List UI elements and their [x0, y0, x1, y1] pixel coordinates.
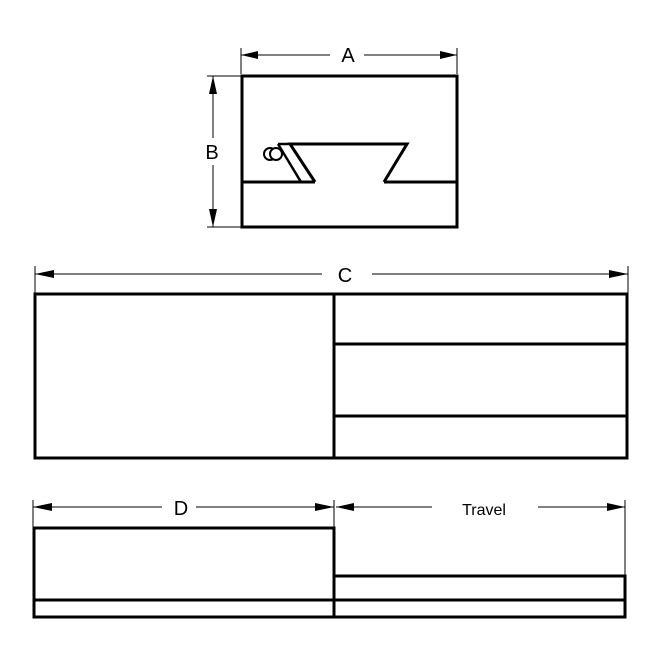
end-view-body — [240, 74, 459, 229]
lock-screw-icon — [263, 147, 283, 161]
arrow-left-icon — [35, 270, 54, 278]
arrow-right-icon — [315, 503, 334, 511]
arrow-right-icon — [440, 51, 457, 59]
dimension-travel-label: Travel — [462, 502, 506, 519]
dimension-d: D — [32, 498, 335, 528]
dimension-a-label: A — [341, 45, 355, 67]
arrow-up-icon — [209, 76, 217, 94]
dimension-a: A — [240, 45, 458, 74]
arrow-down-icon — [209, 209, 217, 227]
dimension-b: B — [205, 75, 242, 228]
dimension-c: C — [34, 265, 629, 294]
arrow-right-icon — [607, 503, 625, 511]
arrow-right-icon — [609, 270, 628, 278]
carriage-body — [32, 526, 336, 619]
side-view: D Travel — [32, 498, 627, 619]
dimension-b-label: B — [205, 142, 218, 164]
base-rail — [334, 574, 627, 619]
dimension-d-label: D — [174, 498, 188, 520]
top-view-body — [33, 292, 629, 460]
top-view: C — [33, 265, 629, 460]
arrow-left-icon — [336, 503, 354, 511]
arrow-left-icon — [241, 51, 258, 59]
dimension-travel: Travel — [336, 500, 626, 576]
end-view: A B — [205, 45, 459, 229]
arrow-left-icon — [33, 503, 52, 511]
dimension-c-label: C — [338, 265, 352, 287]
dovetail-profile — [287, 142, 410, 183]
